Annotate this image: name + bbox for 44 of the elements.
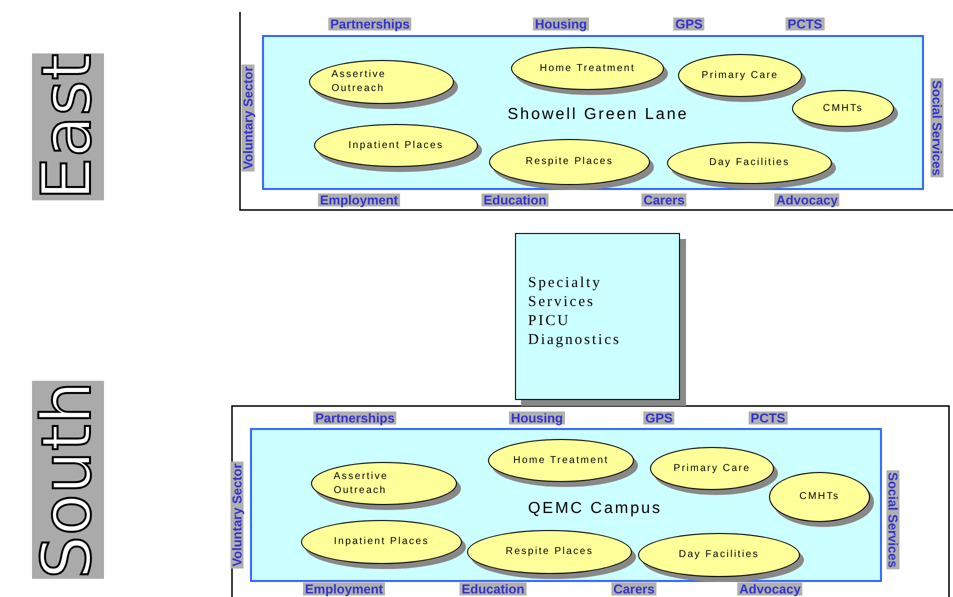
sector-label: Social Services (886, 470, 900, 570)
sector-label: Employment (303, 582, 385, 596)
service-label: Assertive Outreach (334, 470, 390, 498)
service-label: Primary Care (674, 462, 750, 476)
service-label: Respite Places (526, 155, 614, 169)
service-label: Day Facilities (709, 156, 790, 170)
sector-label: Education (482, 194, 548, 206)
region-heading: East (32, 54, 104, 200)
service-item: Services (528, 293, 596, 312)
sector-label: Employment (318, 194, 400, 206)
service-item: Diagnostics (528, 331, 622, 350)
sector-label: PCTS (748, 412, 788, 424)
service-label: CMHTs (822, 102, 864, 116)
sector-label: Voluntary Sector (242, 64, 254, 172)
service-label: Respite Places (506, 545, 594, 559)
sector-label: Carers (611, 582, 657, 596)
service-label: Day Facilities (678, 548, 760, 562)
sector-label: Education (460, 582, 526, 596)
sector-label: Voluntary Sector (230, 461, 244, 569)
service-item: Specialty (528, 274, 603, 293)
region-heading: South (32, 381, 104, 579)
sector-label: Carers (641, 194, 687, 206)
campus-title: Showell Green Lane (508, 106, 688, 124)
sector-label: Advocacy (737, 582, 803, 596)
campus-title: QEMC Campus (528, 500, 662, 518)
sector-label: Housing (509, 412, 565, 424)
sector-label: Partnerships (313, 412, 397, 424)
sector-label: GPS (643, 412, 675, 424)
service-label: Home Treatment (513, 454, 609, 468)
service-label: Primary Care (702, 68, 778, 82)
sector-label: Advocacy (774, 194, 840, 206)
campus-panel (250, 428, 882, 582)
service-item: PICU (528, 312, 572, 331)
sector-label: GPS (673, 18, 705, 30)
sector-label: Housing (533, 18, 589, 30)
service-label: CMHTs (799, 490, 840, 504)
service-label: Inpatient Places (348, 138, 444, 152)
campus-panel (262, 35, 924, 190)
sector-label: Social Services (930, 78, 944, 178)
sector-label: PCTS (786, 18, 824, 30)
service-label: Inpatient Places (334, 535, 430, 549)
service-label: Assertive Outreach (331, 68, 388, 96)
sector-label: Partnerships (328, 18, 412, 30)
service-label: Home Treatment (540, 62, 636, 76)
